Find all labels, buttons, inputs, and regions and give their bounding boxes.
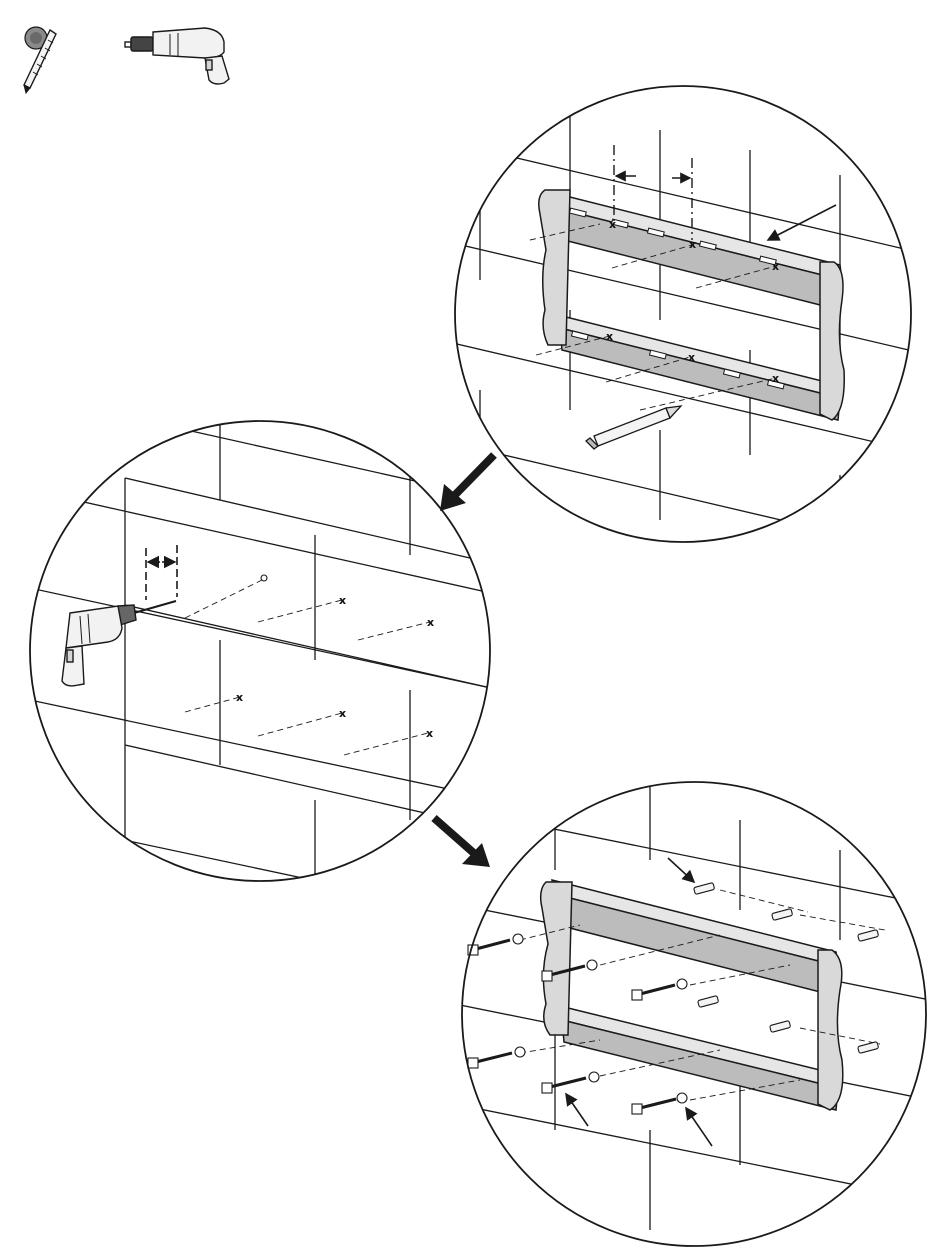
step-arrow-1-to-2 <box>452 455 494 498</box>
hole-mark: x <box>609 218 616 231</box>
wall-anchor <box>772 909 793 921</box>
hole-mark: x <box>339 594 346 607</box>
masonry-drill-bit-icon <box>24 27 56 93</box>
lag-bolt <box>468 934 523 955</box>
hole-mark: x <box>427 616 434 629</box>
step-mark-holes: x x x x x x <box>440 86 930 655</box>
step-drill-holes: x x x x x <box>30 395 500 920</box>
hole-mark: x <box>772 260 779 273</box>
hole-mark: x <box>772 372 779 385</box>
power-drill-icon <box>125 28 229 84</box>
brick-wall-2 <box>30 395 500 920</box>
hole-mark: x <box>689 238 696 251</box>
drilled-hole <box>261 575 267 581</box>
washer-callout-arrow <box>686 1108 712 1146</box>
hole-mark: x <box>688 351 695 364</box>
bolt-callout-arrow <box>566 1094 588 1126</box>
hole-mark: x <box>426 727 433 740</box>
hole-marks-2: x x x x x <box>236 594 434 740</box>
lag-bolt <box>542 1072 599 1093</box>
hole-mark: x <box>236 691 243 704</box>
lag-bolt <box>632 1093 687 1114</box>
hole-mark: x <box>339 707 346 720</box>
wall-anchor <box>694 883 715 895</box>
drill-depth-indicator <box>146 545 177 600</box>
plate-callout-arrow <box>768 205 836 240</box>
lag-bolt <box>632 979 687 1000</box>
wall-plate-3 <box>541 880 843 1110</box>
lag-bolt <box>468 1047 525 1068</box>
wall-anchor <box>858 1042 879 1054</box>
step-fasten <box>460 780 930 1260</box>
anchor-callout-arrow <box>668 858 694 882</box>
detail-circle-1 <box>455 86 911 542</box>
step-arrow-2-to-3 <box>434 818 476 855</box>
power-drill-in-use-icon <box>62 601 176 686</box>
hole-mark: x <box>606 330 613 343</box>
wall-anchor <box>698 996 719 1008</box>
hole-guides-2 <box>185 580 430 755</box>
detail-circle-3 <box>462 782 926 1246</box>
wall-anchor <box>770 1021 791 1033</box>
wall-anchor <box>858 930 879 942</box>
pencil-icon <box>586 406 681 449</box>
